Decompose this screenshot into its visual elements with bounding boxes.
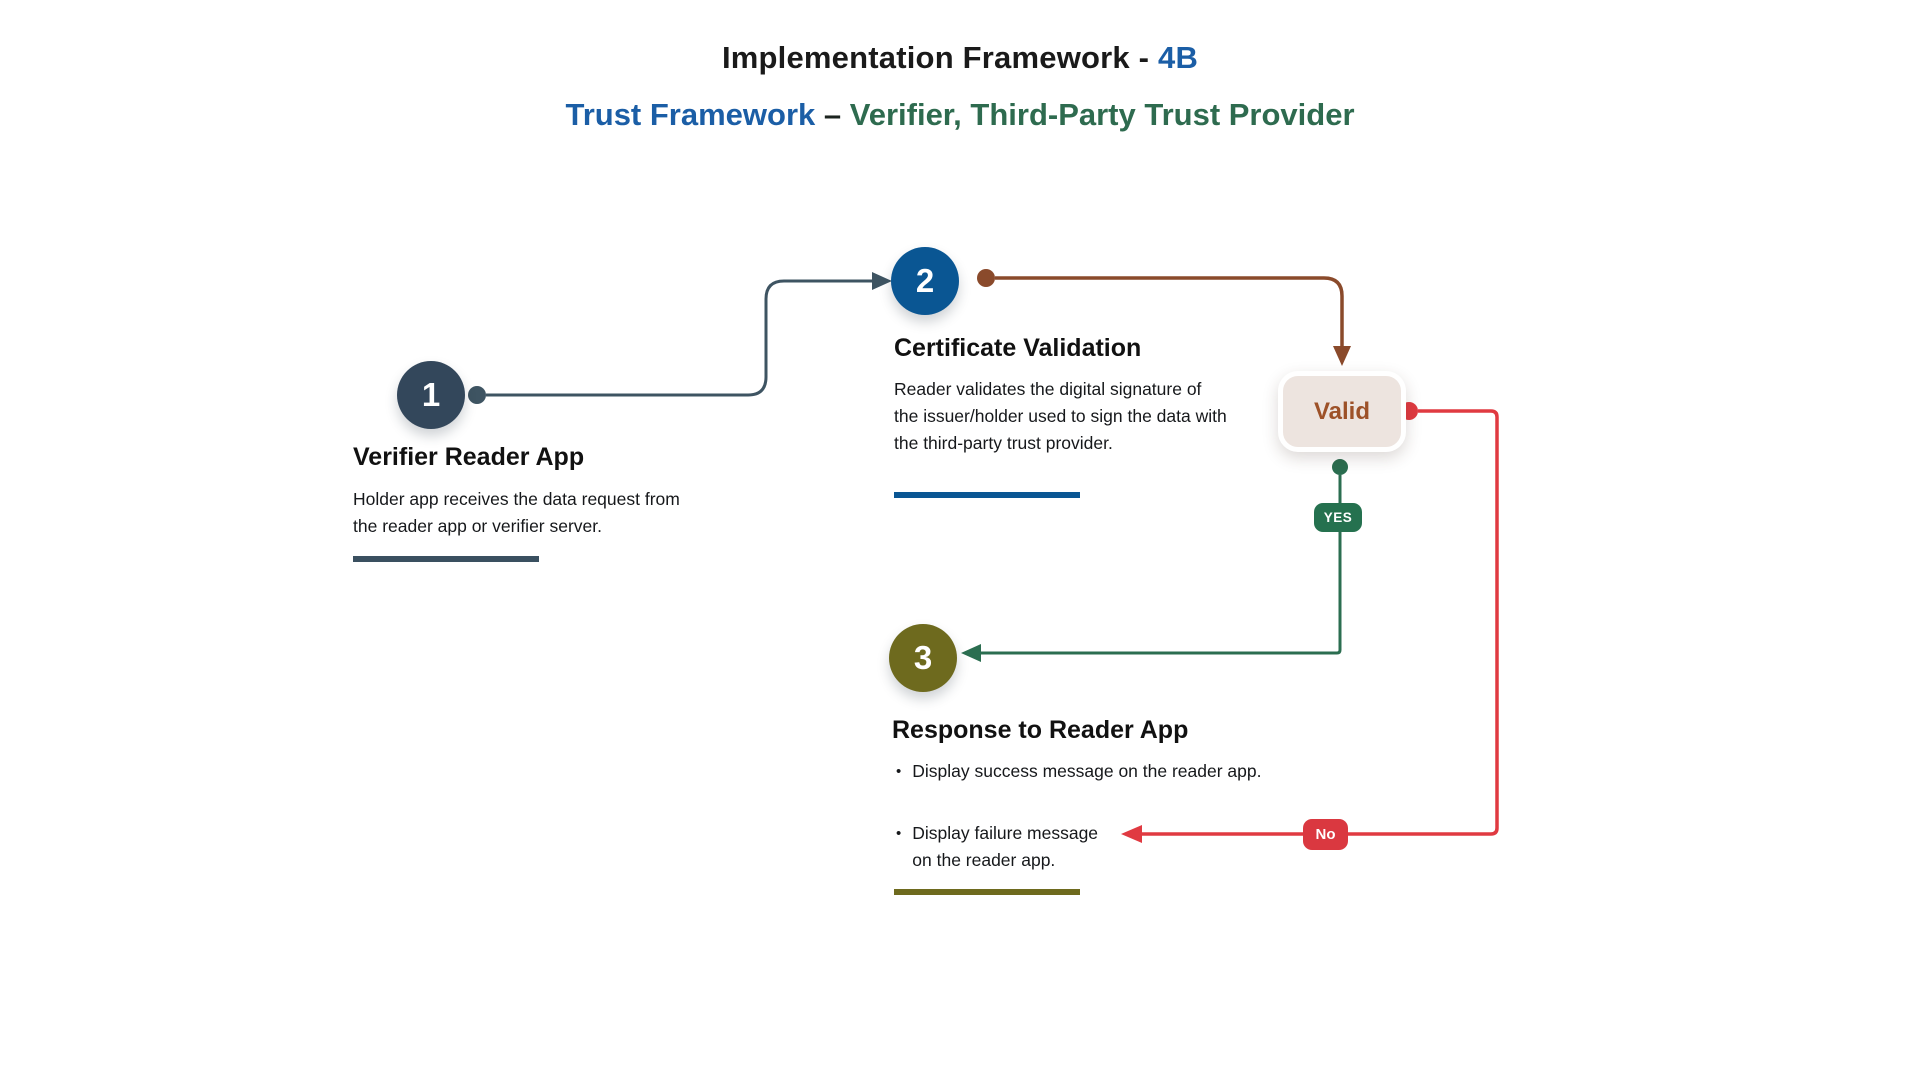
step-3-underline	[894, 889, 1080, 895]
step-1-circle: 1	[397, 361, 465, 429]
bullet-dot-icon: •	[896, 825, 902, 842]
yes-badge: YES	[1314, 503, 1362, 532]
bullet-text: Display success message on the reader ap…	[912, 761, 1262, 781]
subtitle-framework: Trust Framework	[565, 97, 816, 132]
step-3-bullet-failure: • Display failure message on the reader …	[896, 820, 1114, 874]
step-1-underline	[353, 556, 539, 562]
page-title-text: Implementation Framework -	[721, 40, 1158, 75]
arrowhead-down-icon	[1333, 346, 1351, 366]
no-badge: No	[1303, 819, 1348, 850]
step-2-circle: 2	[891, 247, 959, 315]
arrowhead-left-icon	[1121, 825, 1142, 843]
step-3-bullet-success: • Display success message on the reader …	[896, 758, 1316, 785]
step-1-number: 1	[421, 376, 441, 413]
arrowhead-right-icon	[872, 272, 892, 290]
step-2-description: Reader validates the digital signature o…	[894, 379, 1227, 453]
step-2-underline	[894, 492, 1080, 498]
header: Implementation Framework - 4B Trust Fram…	[0, 40, 1920, 133]
step-1-title: Verifier Reader App	[353, 443, 585, 471]
page-title-code: 4B	[1158, 40, 1199, 75]
step-3-title: Response to Reader App	[892, 716, 1189, 744]
no-badge-label: No	[1315, 826, 1336, 843]
subtitle-dash: –	[815, 97, 850, 132]
step-2-title: Certificate Validation	[894, 334, 1142, 362]
bullet-dot-icon: •	[896, 763, 902, 780]
step-1-description: Holder app receives the data request fro…	[353, 489, 680, 536]
step-2-number: 2	[915, 262, 935, 299]
yes-badge-label: YES	[1323, 510, 1353, 525]
connector-start-dot	[468, 386, 486, 404]
connector-start-dot	[1332, 459, 1348, 475]
page-subtitle: Trust Framework – Verifier, Third-Party …	[0, 97, 1920, 133]
connector-step1-to-step2	[468, 272, 892, 404]
connector-valid-yes-branch	[961, 459, 1348, 662]
connector-step2-to-valid	[977, 269, 1351, 366]
bullet-text: Display failure message on the reader ap…	[912, 823, 1099, 870]
connector-start-dot	[977, 269, 995, 287]
step-3-circle: 3	[889, 624, 957, 692]
valid-decision-node: Valid	[1278, 371, 1406, 452]
valid-label: Valid	[1313, 397, 1371, 425]
arrowhead-left-icon	[961, 644, 981, 662]
step-3-number: 3	[913, 639, 933, 676]
page-title: Implementation Framework - 4B	[0, 40, 1920, 76]
subtitle-actors: Verifier, Third-Party Trust Provider	[849, 97, 1355, 132]
